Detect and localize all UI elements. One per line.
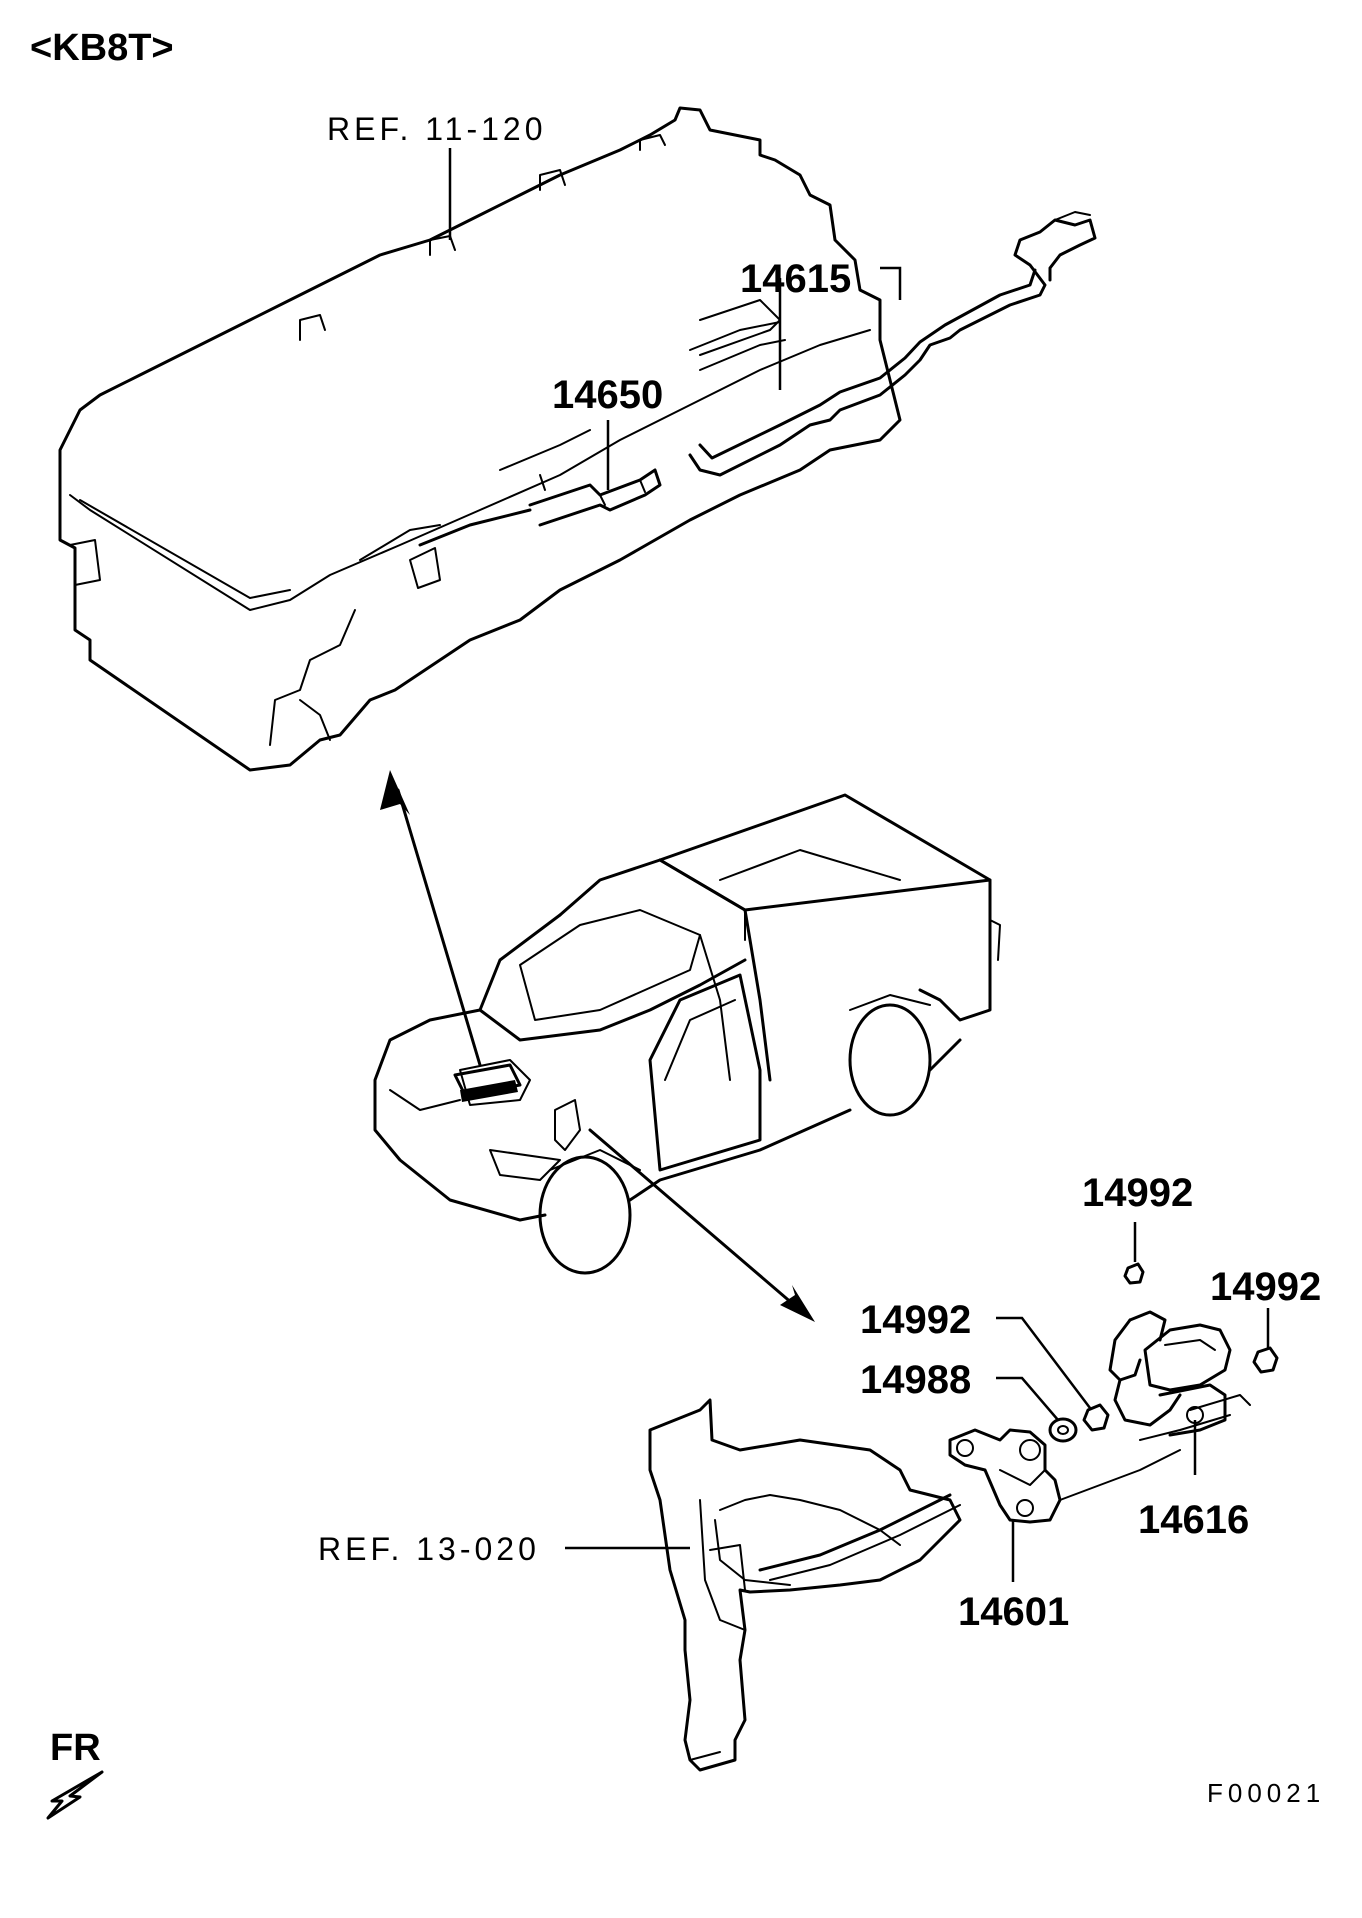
page-title: <KB8T> — [30, 27, 174, 69]
part-14616-label: 14616 — [1138, 1498, 1249, 1542]
accelerator-assembly — [648, 1262, 1279, 1772]
figure-code: F00021 — [1207, 1778, 1325, 1808]
arrow-to-pedal — [588, 1128, 815, 1322]
ref-11-120-label: REF. 11-120 — [327, 111, 547, 147]
part-14992-top-label: 14992 — [1082, 1171, 1193, 1215]
fr-arrow-icon — [46, 1770, 104, 1820]
part-14601-label: 14601 — [958, 1590, 1069, 1634]
part-14650-label: 14650 — [552, 373, 663, 417]
front-direction-label: FR — [50, 1727, 101, 1769]
leader-lines — [448, 148, 1270, 1582]
pickup-truck — [373, 793, 1001, 1275]
part-14992-right-label: 14992 — [1210, 1265, 1321, 1309]
part-14615-label: 14615 — [740, 257, 851, 301]
part-14992-left-label: 14992 — [860, 1298, 971, 1342]
part-14988-label: 14988 — [860, 1358, 971, 1402]
ref-13-020-label: REF. 13-020 — [318, 1531, 540, 1567]
engine-head-cover — [58, 106, 1097, 772]
arrow-to-engine — [380, 770, 482, 1067]
